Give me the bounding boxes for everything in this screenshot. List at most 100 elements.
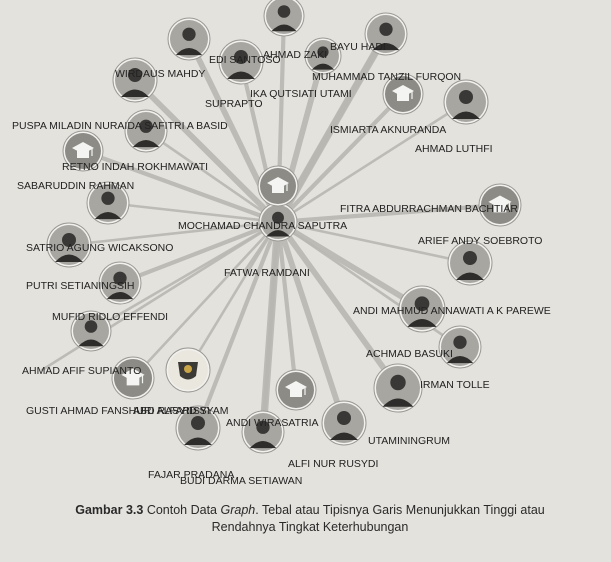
node-label-n3: IKA QUTSIATI UTAMI <box>250 88 352 100</box>
edge-n18 <box>131 220 280 380</box>
node-label-n7: FITRA ABDURRACHMAN BACHTIAR <box>340 203 518 215</box>
edge-n5 <box>275 91 406 225</box>
node-avatar-n30 <box>257 165 299 207</box>
person-photo-icon <box>101 191 115 205</box>
person-photo-icon <box>62 233 76 247</box>
person-photo-icon <box>414 296 430 312</box>
node-avatar-n8 <box>447 240 493 286</box>
person-photo-icon <box>256 420 270 434</box>
node-label-center: MOCHAMAD CHANDRA SAPUTRA <box>178 220 347 232</box>
person-photo-icon <box>463 251 477 265</box>
edge-n16 <box>195 219 281 431</box>
node-label-n20: MUFID RIDLO EFFENDI <box>52 311 168 323</box>
edge-n21 <box>117 219 281 286</box>
node-label-n19: AHMAD AFIF SUPIANTO <box>22 365 141 377</box>
person-photo-icon <box>234 50 248 64</box>
caption-line-2: Rendahnya Tingkat Keterhubungan <box>211 520 409 534</box>
node-label-n5: ISMIARTA AKNURANDA <box>330 124 446 136</box>
node-avatar-n9 <box>398 285 446 333</box>
person-photo-icon <box>277 5 291 18</box>
person-photo-icon <box>191 416 205 430</box>
person-photo-icon <box>139 119 153 133</box>
node-avatar-n14 <box>241 410 285 454</box>
node-label-n21: PUTRI SETIANINGSIH <box>26 280 135 292</box>
edge-n17 <box>186 220 280 372</box>
caption-term: Graph <box>220 503 256 517</box>
node-avatar-n13 <box>275 369 317 411</box>
edge-n12 <box>275 219 347 426</box>
caption-text: Contoh Data <box>146 503 217 517</box>
node-label-n25: PUSPA MILADIN NURAIDA SAFITRI A BASID <box>12 120 228 132</box>
edge-n11 <box>275 219 401 391</box>
node-label-n17: ABD RASYID SYAM <box>133 405 229 417</box>
caption-text-after: . Tebal atau Tipisnya Garis Menunjukkan … <box>255 503 545 517</box>
node-avatar-n3 <box>304 37 342 75</box>
edge-n8 <box>276 220 472 265</box>
caption-line-1: Gambar 3.3 Contoh Data Graph. Tebal atau… <box>20 502 600 519</box>
person-photo-icon <box>379 22 393 36</box>
edge-n6 <box>276 100 468 224</box>
edge-n15 <box>260 219 281 435</box>
node-label-n12: UTAMININGRUM <box>368 435 450 447</box>
node-label-n16: FAJAR PRADANA <box>148 469 234 481</box>
node-label-n22: SATRIO AGUNG WICAKSONO <box>26 242 173 254</box>
relationship-graph: MOCHAMAD CHANDRA SAPUTRA FATWA RAMDANI SUP… <box>12 0 551 487</box>
node-avatar-n17 <box>165 347 211 393</box>
node-avatar-n16 <box>175 405 221 451</box>
person-photo-icon <box>390 374 406 391</box>
node-label-n6: AHMAD LUTHFI <box>415 143 493 155</box>
node-label-n18: GUSTI AHMAD FANSHURI ALFARISYI <box>26 405 210 417</box>
node-avatar-center <box>258 202 298 242</box>
node-label-n8: ARIEF ANDY SOEBROTO <box>418 235 542 247</box>
caption-figure-number: Gambar 3.3 <box>75 503 144 517</box>
node-avatar-n12 <box>321 400 367 446</box>
node-avatar-n21 <box>98 261 142 305</box>
node-avatar-n7 <box>478 183 522 227</box>
person-photo-icon <box>128 68 142 82</box>
node-avatar-n23 <box>86 181 130 225</box>
edge-n13 <box>275 219 299 393</box>
edges-layer <box>40 13 503 436</box>
labels-layer: MOCHAMAD CHANDRA SAPUTRA FATWA RAMDANI SUP… <box>12 41 551 487</box>
node-avatar-n22 <box>46 222 92 268</box>
node-avatar-n28 <box>218 39 264 85</box>
node-label-n28: AHMAD ZAKI <box>263 49 327 61</box>
node-label-n26: WIRDAUS MAHDY <box>115 68 205 80</box>
person-photo-icon <box>272 211 284 224</box>
node-label-n14: ANDI WIRASATRIA <box>226 417 319 429</box>
person-photo-icon <box>182 27 196 41</box>
person-photo-icon <box>113 271 127 285</box>
node-avatar-n2 <box>263 0 305 37</box>
nodes-layer <box>46 0 522 454</box>
node-label-n9: ANDI MAHMUD ANNAWATI A K PAREWE <box>353 305 551 317</box>
node-label-n2: SUPRAPTO <box>205 98 263 110</box>
node-avatar-n26 <box>112 57 158 103</box>
node-label-n1: FATWA RAMDANI <box>224 267 310 279</box>
node-label-n24: RETNO INDAH ROKHMAWATI <box>62 161 208 173</box>
node-avatar-n10 <box>438 325 482 369</box>
node-avatar-n5 <box>382 73 424 115</box>
person-photo-icon <box>337 411 351 425</box>
node-label-n11: IRMAN TOLLE <box>420 379 490 391</box>
figure-caption: Gambar 3.3 Contoh Data Graph. Tebal atau… <box>20 502 600 536</box>
node-label-n10: ACHMAD BASUKI <box>366 348 453 360</box>
node-label-n13: ALFI NUR RUSYDI <box>288 458 378 470</box>
node-label-n27: EDI SANTOSO <box>209 54 281 66</box>
edge-n7 <box>275 202 503 225</box>
node-avatar-n11 <box>373 363 423 413</box>
node-avatar-n27 <box>167 17 211 61</box>
node-avatar-n25 <box>124 109 168 153</box>
node-avatar-n18 <box>111 356 155 400</box>
edge-n9 <box>275 219 425 312</box>
edge-n25 <box>144 129 280 224</box>
edge-n23 <box>106 201 280 224</box>
node-label-n15: BUDI DARMA SETIAWAN <box>180 475 302 487</box>
person-photo-icon <box>84 320 98 333</box>
edge-n26 <box>132 77 281 225</box>
person-photo-icon <box>453 335 467 349</box>
person-photo-icon <box>459 90 473 104</box>
node-avatar-n20 <box>70 310 112 352</box>
edge-n20 <box>89 220 280 333</box>
node-avatar-n4 <box>364 12 408 56</box>
